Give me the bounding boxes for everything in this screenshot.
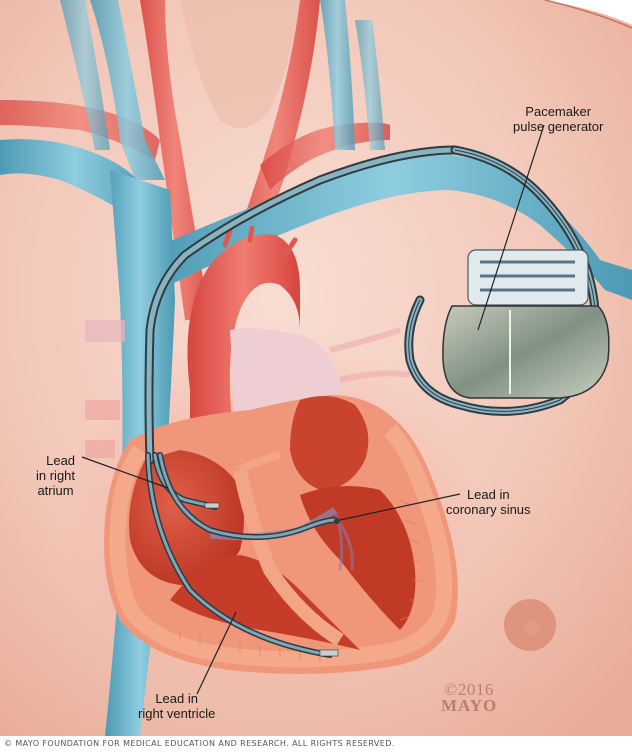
- lead-tip-ventricle: [319, 649, 339, 657]
- pacemaker-illustration: [0, 0, 632, 736]
- septum: [233, 468, 344, 646]
- jugular-vein-right: [320, 0, 355, 150]
- leader-lines: [81, 124, 545, 695]
- jugular-vein-main: [90, 0, 165, 180]
- carotid-right: [230, 0, 320, 265]
- brachiocephalic-vein-left: [0, 139, 150, 230]
- subclavian-vein-right: [150, 155, 632, 300]
- copyright-notice: © MAYO FOUNDATION FOR MEDICAL EDUCATION …: [4, 739, 395, 748]
- subclavian-artery-left: [0, 100, 160, 160]
- mayo-watermark: ©2016 MAYO: [441, 680, 498, 715]
- jugular-vein-right2: [355, 20, 385, 150]
- footer: © MAYO FOUNDATION FOR MEDICAL EDUCATION …: [0, 736, 632, 754]
- lead-tip-coronary-sinus: [334, 518, 340, 524]
- label-lead-coronary-sinus: Lead in coronary sinus: [446, 487, 531, 517]
- subclavian-artery-right: [260, 122, 390, 190]
- shoulder-edge: [545, 0, 632, 25]
- device-can: [442, 305, 610, 399]
- nipple: [504, 599, 556, 651]
- label-lead-right-atrium: Lead in right atrium: [36, 453, 76, 498]
- left-atrium: [290, 396, 369, 490]
- label-pacemaker-pulse-generator: Pacemaker pulse generator: [513, 104, 604, 134]
- lead-tip-atrium: [204, 502, 220, 509]
- label-lead-right-ventricle: Lead in right ventricle: [138, 691, 216, 721]
- jugular-vein-left: [60, 0, 110, 150]
- pacemaker-pulse-generator: [442, 249, 610, 399]
